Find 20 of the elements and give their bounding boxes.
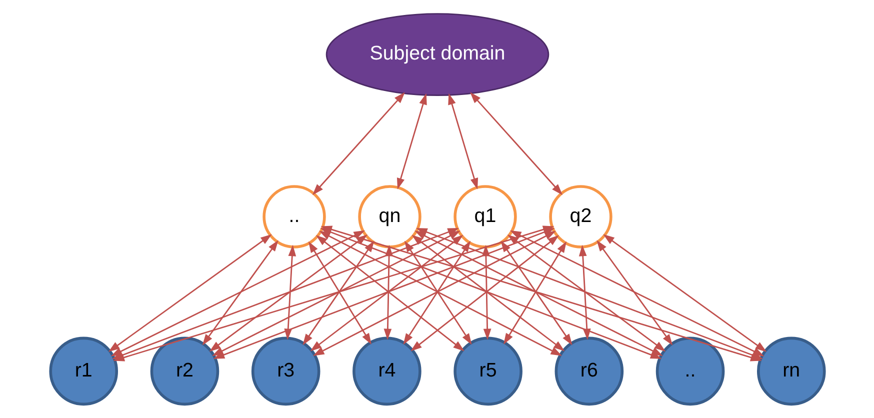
node-ellipse: Subject domain [325,13,549,96]
arrow [284,244,296,340]
node-circle: rn [756,336,826,406]
arrow [470,92,562,196]
node-circle: r3 [250,336,320,406]
node-circle: qn [358,185,421,248]
arrow [202,240,278,346]
arrow [602,234,766,352]
arrow [108,234,272,352]
node-circle: .. [655,336,724,406]
arrow [312,92,404,196]
arrow [208,234,368,352]
arrow [396,93,426,190]
node-circle: r2 [150,336,219,406]
node-circle: r6 [554,336,624,406]
node-circle: q1 [453,185,516,248]
arrow [448,93,478,190]
arrow [383,244,392,340]
node-circle: r1 [48,336,118,406]
arrow [596,240,672,346]
